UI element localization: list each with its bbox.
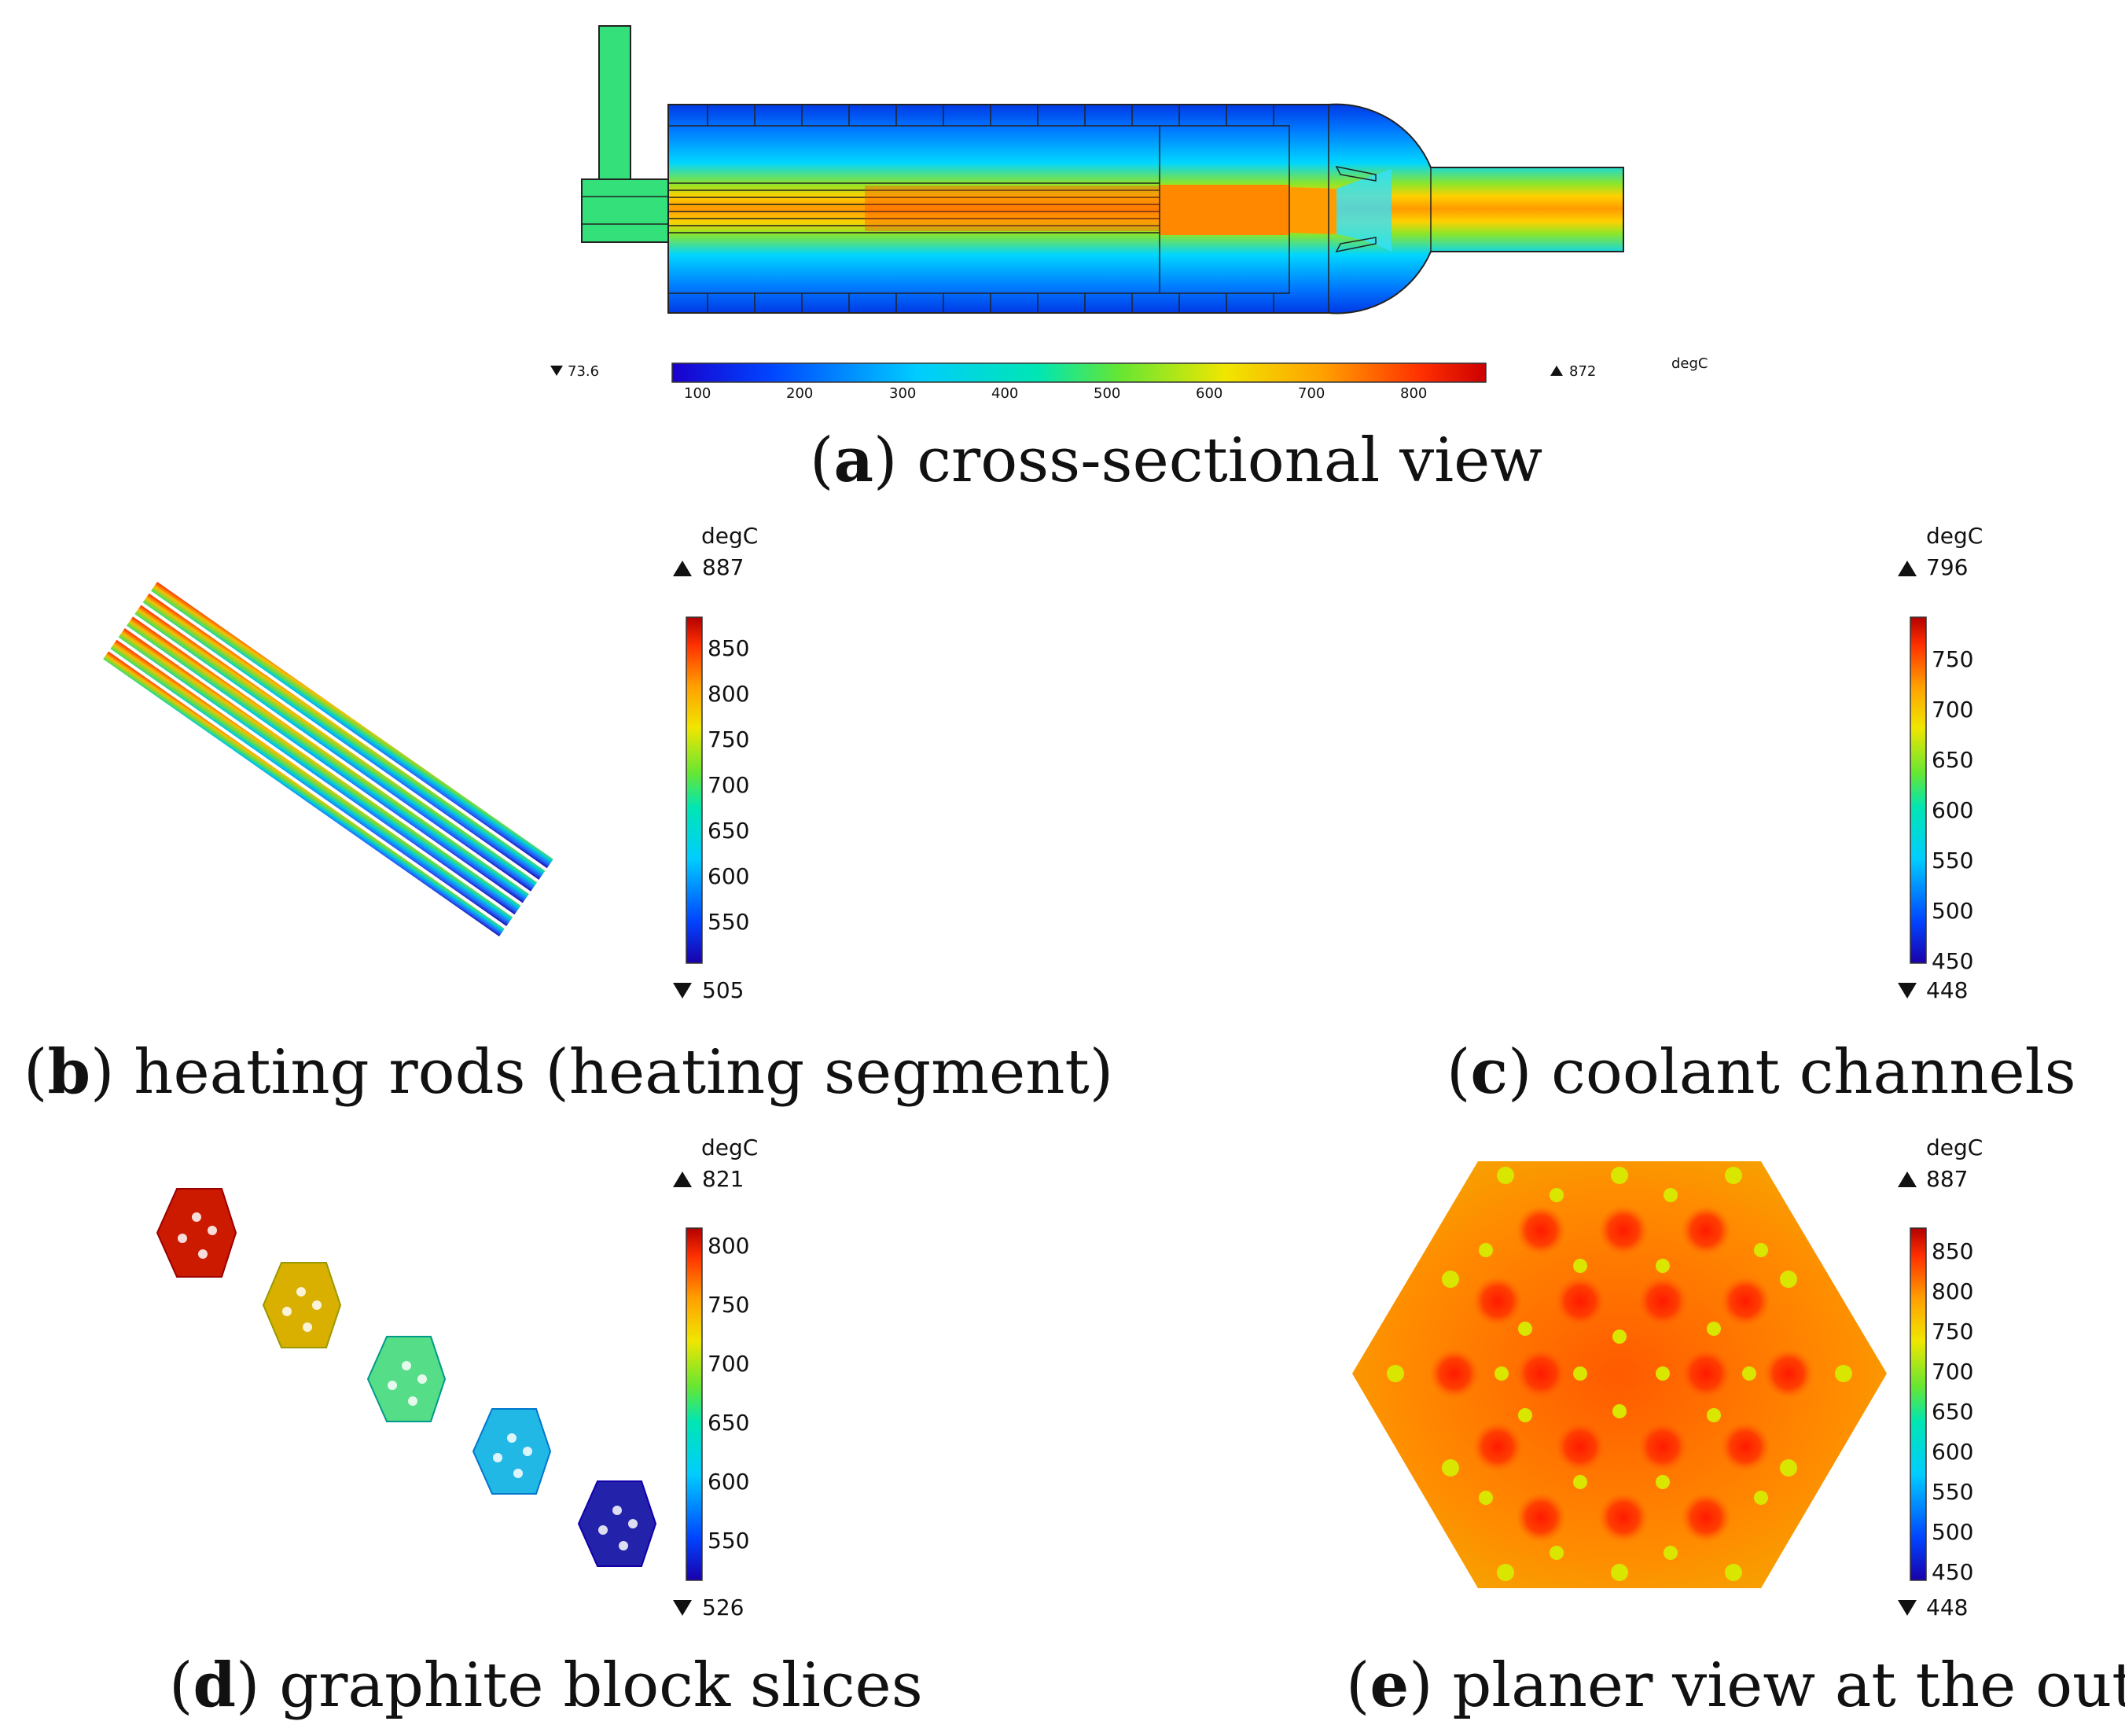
colorbar-b-tick: 850 xyxy=(708,635,750,661)
caption-d: (d) graphite block slices xyxy=(169,1650,923,1721)
caption-c: (c) coolant channels xyxy=(1447,1036,2076,1108)
colorbar-b-min: 505 xyxy=(702,977,744,1003)
colorbar-d-tick: 750 xyxy=(708,1292,750,1318)
colorbar-a-tick: 100 xyxy=(684,385,711,402)
colorbar-c-tick: 750 xyxy=(1932,646,1974,672)
colorbar-d-tick: 700 xyxy=(708,1351,750,1377)
colorbar-c-max: 796 xyxy=(1926,554,1969,580)
colorbar-e-tick: 550 xyxy=(1932,1479,1974,1505)
colorbar-c-tick: 650 xyxy=(1932,747,1974,773)
caption-b: (b) heating rods (heating segment) xyxy=(24,1036,1114,1108)
colorbar-b-tick: 550 xyxy=(708,909,750,935)
colorbar-e-unit: degC xyxy=(1926,1135,1983,1160)
colorbar-d-tick: 650 xyxy=(708,1410,750,1436)
colorbar-a-tick: 500 xyxy=(1094,385,1121,402)
colorbar-c-tick: 500 xyxy=(1932,898,1974,924)
caption-e: (e) planer view at the outlet xyxy=(1346,1650,2125,1721)
colorbar-a-tick: 600 xyxy=(1196,385,1223,402)
heating-rods-render xyxy=(103,582,553,937)
colorbar-d-tick: 550 xyxy=(708,1528,750,1554)
colorbar-c-tick: 450 xyxy=(1932,948,1974,974)
colorbar-a-max: 872 xyxy=(1569,363,1597,380)
outlet-planar-render xyxy=(1352,1161,1887,1588)
colorbar-e-tick: 850 xyxy=(1932,1238,1974,1264)
colorbar-d xyxy=(673,1171,703,1616)
colorbar-e xyxy=(1898,1171,1927,1616)
colorbar-b-tick: 750 xyxy=(708,726,750,752)
colorbar-d-tick: 800 xyxy=(708,1233,750,1259)
colorbar-a-tick: 800 xyxy=(1400,385,1428,402)
colorbar-a-tick: 200 xyxy=(786,385,814,402)
colorbar-d-min: 526 xyxy=(702,1594,744,1620)
colorbar-a-tick: 400 xyxy=(991,385,1019,402)
colorbar-a-unit: degC xyxy=(1671,355,1708,372)
colorbar-c-min: 448 xyxy=(1926,977,1969,1003)
colorbar-a-min: 73.6 xyxy=(568,363,600,380)
colorbar-c-tick: 550 xyxy=(1932,848,1974,874)
colorbar-e-tick: 750 xyxy=(1932,1319,1974,1344)
colorbar-a xyxy=(550,362,1563,383)
colorbar-e-tick: 600 xyxy=(1932,1439,1974,1465)
colorbar-a-tick: 700 xyxy=(1298,385,1325,402)
colorbar-c-tick: 600 xyxy=(1932,797,1974,823)
colorbar-e-tick: 650 xyxy=(1932,1399,1974,1425)
colorbar-e-min: 448 xyxy=(1926,1594,1969,1620)
colorbar-e-tick: 450 xyxy=(1932,1559,1974,1585)
colorbar-b-tick: 600 xyxy=(708,863,750,889)
colorbar-b-tick: 650 xyxy=(708,818,750,844)
colorbar-e-tick: 500 xyxy=(1932,1519,1974,1545)
graphite-slices-render xyxy=(156,1188,657,1567)
colorbar-b-unit: degC xyxy=(701,523,759,549)
cross-section-view xyxy=(581,25,1624,314)
caption-a: (a) cross-sectional view xyxy=(810,425,1543,496)
colorbar-d-unit: degC xyxy=(701,1135,759,1160)
colorbar-b xyxy=(673,561,703,999)
colorbar-e-tick: 700 xyxy=(1932,1359,1974,1385)
colorbar-b-tick: 800 xyxy=(708,681,750,707)
colorbar-c-tick: 700 xyxy=(1932,697,1974,723)
colorbar-c-unit: degC xyxy=(1926,523,1983,549)
colorbar-a-tick: 300 xyxy=(889,385,917,402)
colorbar-b-tick: 700 xyxy=(708,772,750,798)
colorbar-e-max: 887 xyxy=(1926,1166,1969,1192)
colorbar-d-tick: 600 xyxy=(708,1469,750,1495)
colorbar-b-max: 887 xyxy=(702,554,744,580)
colorbar-c xyxy=(1898,561,1927,999)
coolant-channels-render xyxy=(1342,584,1785,925)
colorbar-e-tick: 800 xyxy=(1932,1278,1974,1304)
colorbar-d-max: 821 xyxy=(702,1166,744,1192)
